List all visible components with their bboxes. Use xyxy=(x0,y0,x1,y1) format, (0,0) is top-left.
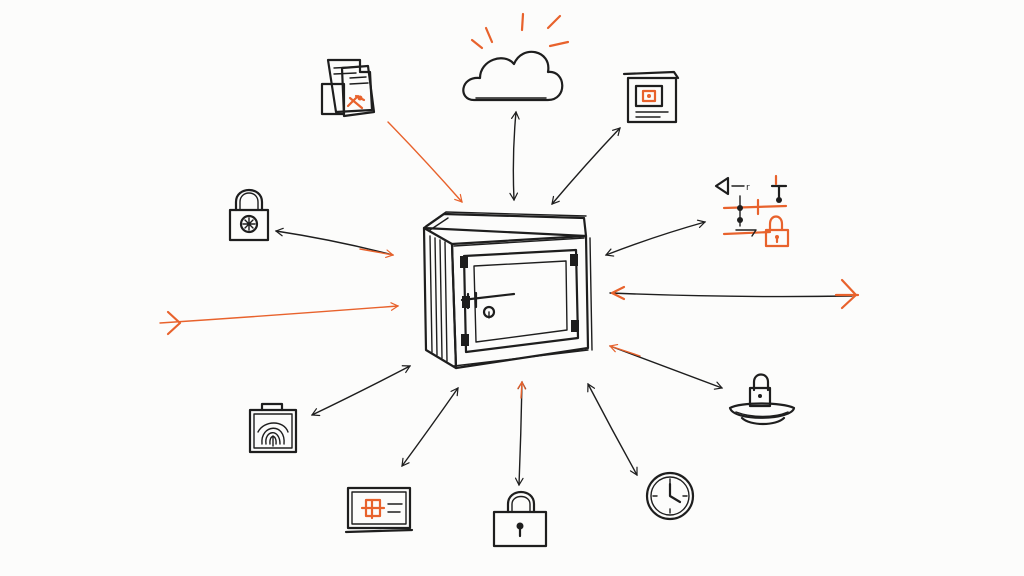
framed-document-icon xyxy=(622,70,680,124)
link-padlock-left-accent xyxy=(359,248,395,259)
link-incoming-left xyxy=(159,302,400,324)
cloud-icon xyxy=(462,12,570,102)
link-padlock-left xyxy=(274,227,394,256)
link-medical-monitor xyxy=(401,386,459,467)
link-incoming-right-tail xyxy=(834,278,860,310)
link-incoming-right-head xyxy=(610,285,626,301)
link-cloud xyxy=(509,110,520,202)
locked-bowl-icon xyxy=(728,373,796,426)
link-incoming-right xyxy=(609,292,853,298)
medical-monitor-icon xyxy=(344,486,414,534)
link-clock xyxy=(587,382,638,477)
link-network-lock xyxy=(604,219,707,257)
link-locked-bowl-accent xyxy=(608,343,641,357)
link-padlock-bottom-accent xyxy=(517,380,526,399)
connector-group xyxy=(159,110,860,487)
svg-text:r: r xyxy=(746,183,750,193)
link-incoming-left-head xyxy=(166,310,182,336)
network-lock-icon: r xyxy=(714,174,790,248)
safe-icon xyxy=(422,211,593,370)
link-documents xyxy=(387,121,463,203)
padlock-icon xyxy=(228,188,270,242)
link-fingerprint-case xyxy=(310,365,412,417)
clock-icon xyxy=(645,471,695,521)
fingerprint-case-icon xyxy=(248,402,298,454)
padlock-bottom-icon xyxy=(492,490,548,548)
link-framed-document xyxy=(551,127,621,205)
documents-tools-icon xyxy=(320,58,376,118)
